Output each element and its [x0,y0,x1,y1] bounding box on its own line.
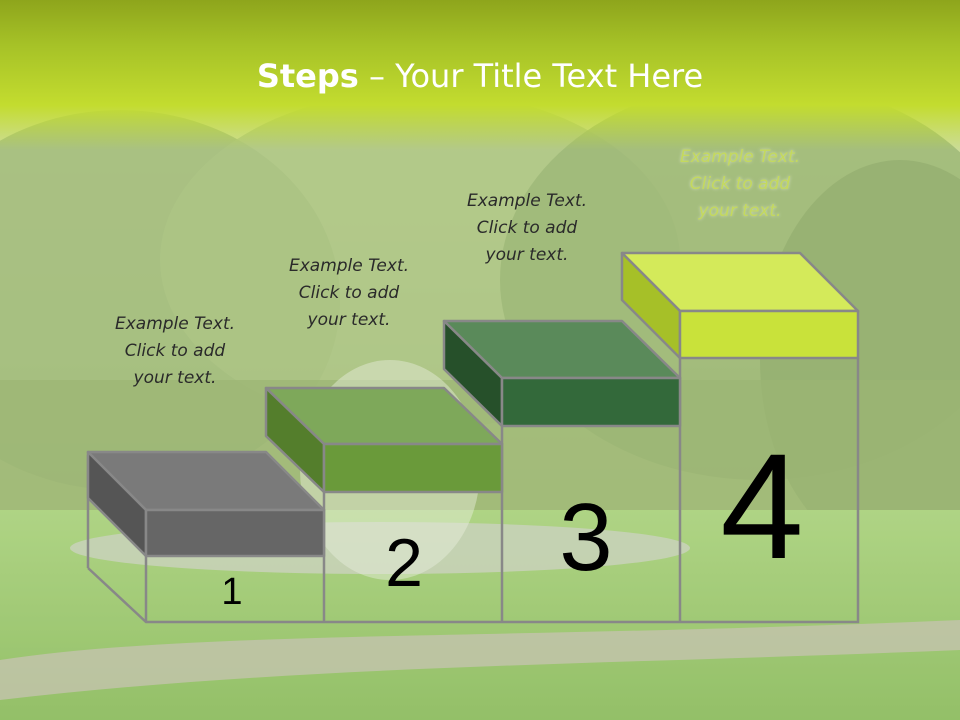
step-3-block[interactable] [442,319,682,428]
title-bold-text: Steps [256,57,359,95]
step-4-caption-line-2: Click to add [689,174,791,194]
step-3-caption[interactable]: Example Text. Click to add your text. [427,188,627,269]
step-1-front [144,508,326,558]
step-4-front [678,309,860,360]
step-2-caption-line-3: your text. [307,310,391,330]
step-3-number: 3 [559,484,612,591]
title-rest-text: – Your Title Text Here [358,57,704,95]
step-1-caption-line-3: your text. [133,368,217,388]
step-4-number: 4 [720,422,803,590]
step-2-number: 2 [385,525,423,601]
step-3-caption-line-1: Example Text. [466,191,588,211]
step-3-caption-line-2: Click to add [476,218,578,238]
step-2-front [322,442,504,494]
step-1-caption-line-1: Example Text. [114,314,236,334]
step-4-caption-line-1: Example Text. [679,147,801,167]
step-2-caption[interactable]: Example Text. Click to add your text. [249,253,449,334]
slide-title[interactable]: Steps – Your Title Text Here [0,54,960,98]
step-3-caption-line-3: your text. [485,245,569,265]
step-4-block[interactable] [620,251,860,360]
step-1-caption-line-2: Click to add [124,341,226,361]
step-2-caption-line-2: Click to add [298,283,400,303]
step-4-caption-line-3: your text. [698,201,782,221]
title-band [0,0,960,150]
step-1-block[interactable] [86,450,326,558]
step-3-front [500,376,682,428]
step-1-number: 1 [221,571,242,613]
step-2-block[interactable] [264,386,504,494]
step-1-caption[interactable]: Example Text. Click to add your text. [75,311,275,392]
step-2-caption-line-1: Example Text. [288,256,410,276]
step-4-caption[interactable]: Example Text. Click to add your text. [640,144,840,225]
